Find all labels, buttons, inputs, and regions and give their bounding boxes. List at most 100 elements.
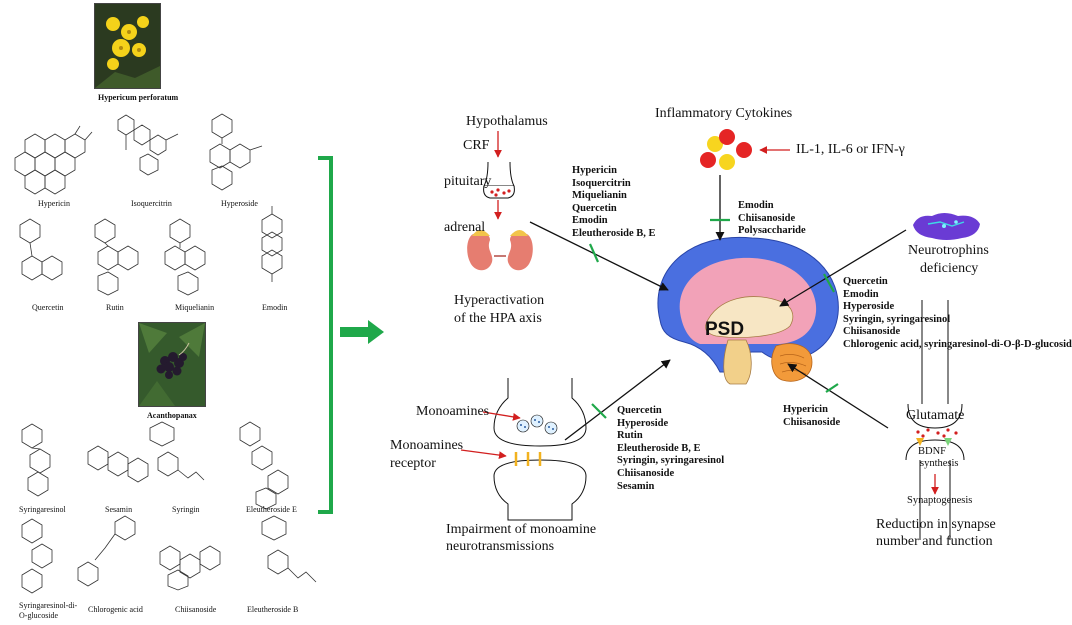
inflammation-compound: Chiisanoside xyxy=(738,212,796,224)
bdnf-label: BDNF xyxy=(918,446,947,457)
compound-label-miquelianin: Miquelianin xyxy=(175,303,215,312)
inhibit-hpa xyxy=(588,243,600,263)
compound-label-chlorogenic-acid: Chlorogenic acid xyxy=(88,605,143,614)
acanthopanax-photo xyxy=(138,322,206,407)
monoamine-compound: Hyperoside xyxy=(617,417,669,429)
hpa-axis xyxy=(467,131,533,271)
cytokine-balls xyxy=(700,129,752,170)
syringin-structure xyxy=(149,421,205,481)
plant-name-acanthopanax: Acanthopanax xyxy=(147,411,197,420)
neurotrophins-compound: Emodin xyxy=(843,288,879,300)
chemical-structures xyxy=(14,113,317,594)
hypericum-photo xyxy=(94,3,161,89)
hpa-compound: Emodin xyxy=(572,215,608,227)
receptor-label-line1: Monoamines xyxy=(390,438,464,453)
synapse-title-line2: number and function xyxy=(876,534,993,549)
neurotrophins-compound: Hyperoside xyxy=(843,301,895,313)
synapse-compound: Chiisanoside xyxy=(783,416,841,428)
isoquercitrin-structure xyxy=(117,114,179,176)
eleutheroside-b-structure xyxy=(261,515,317,583)
psd-label: PSD xyxy=(705,319,745,340)
monoamine-compound: Eleutheroside B, E xyxy=(617,442,701,454)
syringaresinol-glucoside-structure xyxy=(21,518,53,594)
compound-label-emodin: Emodin xyxy=(262,303,288,312)
monoamine-compound: Chiisanoside xyxy=(617,467,675,479)
neurotrophins-title-line2: deficiency xyxy=(920,261,979,276)
syringaresinol-structure xyxy=(21,423,51,497)
neurotrophins-compound: Chlorogenic acid, syringaresinol-di-O-β-… xyxy=(843,338,1072,350)
compound-label-eleutheroside-e: Eleutheroside E xyxy=(246,505,297,514)
compound-label-hyperoside: Hyperoside xyxy=(221,199,258,208)
glutamate-to-psd-arrow xyxy=(787,363,889,429)
hyperoside-structure xyxy=(209,113,263,191)
compound-label-isoquercitrin: Isoquercitrin xyxy=(131,199,172,208)
neurotrophins-title-line1: Neurotrophins xyxy=(908,243,989,258)
adrenal-label: adrenal xyxy=(444,220,486,235)
neurotrophins-compound: Chiisanoside xyxy=(843,326,901,338)
green-arrow xyxy=(340,320,384,344)
monoamine-synapse-icon xyxy=(493,378,587,521)
plant-name-hypericum: Hypericum perforatum xyxy=(98,93,179,102)
monoamine-title-line1: Impairment of monoamine xyxy=(446,522,597,537)
sesamin-structure xyxy=(87,445,149,483)
receptor-arrow xyxy=(460,449,507,459)
hypothalamus-label: Hypothalamus xyxy=(466,114,548,129)
compound-label-quercetin: Quercetin xyxy=(32,303,64,312)
adrenal-kidney-icon xyxy=(467,230,533,271)
monoamine-title-line2: neurotransmissions xyxy=(446,539,555,554)
hpa-compound: Isoquercitrin xyxy=(572,177,631,189)
berry-cluster-icon xyxy=(139,323,205,406)
inflammation-compound: Emodin xyxy=(738,200,774,211)
compound-label-syringaresinol-glucoside-1: Syringaresinol-di- xyxy=(19,601,78,610)
neurotrophins-compound: Quercetin xyxy=(843,276,888,287)
bdnf-synthesis-label: synthesis xyxy=(920,458,959,469)
neurotrophins-to-psd-arrow xyxy=(779,229,907,307)
monoamines-arrow xyxy=(482,411,521,421)
inflammation-compound-list: Emodin Chiisanoside Polysaccharide xyxy=(738,200,806,238)
hpa-compound: Quercetin xyxy=(572,202,617,214)
yellow-flower-icon xyxy=(95,4,160,88)
synaptogenesis-label: Synaptogenesis xyxy=(907,495,973,506)
hpa-compound-list: Hypericin Isoquercitrin Miquelianin Quer… xyxy=(572,165,656,241)
eleutheroside-e-structure xyxy=(239,421,289,510)
cytokine-names: IL-1, IL-6 or IFN-γ xyxy=(796,142,905,157)
inflammatory-cytokines-title: Inflammatory Cytokines xyxy=(655,106,793,121)
inhibition-marks xyxy=(588,218,839,419)
rutin-structure xyxy=(94,218,139,296)
pituitary-icon xyxy=(483,161,515,199)
compound-label-hypericin: Hypericin xyxy=(38,199,70,208)
crf-label: CRF xyxy=(463,138,490,153)
monoamine-compound: Sesamin xyxy=(617,480,655,492)
compound-label-chiisanoside: Chiisanoside xyxy=(175,605,217,614)
glutamate-label: Glutamate xyxy=(906,408,965,423)
glutamate-synapse-icon xyxy=(905,300,965,540)
brain-icon xyxy=(657,236,839,385)
pituitary-label: pituitary xyxy=(444,174,492,189)
synapse-compound-list: Hypericin Chiisanoside xyxy=(783,404,840,429)
compound-label-sesamin: Sesamin xyxy=(105,505,133,514)
compound-label-eleutheroside-b: Eleutheroside B xyxy=(247,605,299,614)
inflammation-compound: Polysaccharide xyxy=(738,225,806,237)
chlorogenic-acid-structure xyxy=(77,515,136,587)
hpa-compound: Eleutheroside B, E xyxy=(572,227,656,239)
hpa-title-line1: Hyperactivation xyxy=(454,293,545,308)
hpa-compound: Hypericin xyxy=(572,165,617,176)
compound-label-syringaresinol: Syringaresinol xyxy=(19,505,66,514)
compound-label-rutin: Rutin xyxy=(106,303,124,312)
synapse-compound: Hypericin xyxy=(783,404,828,415)
inhibit-neurotrophins xyxy=(823,273,835,293)
green-bracket xyxy=(318,156,384,514)
inhibit-monoamine xyxy=(591,403,607,419)
monoamine-compound: Quercetin xyxy=(617,405,662,416)
neurotrophins-compound: Syringin, syringaresinol xyxy=(843,313,951,325)
monoamine-compound: Rutin xyxy=(617,430,643,442)
hpa-to-psd-arrow xyxy=(529,221,669,291)
quercetin-structure xyxy=(19,218,63,281)
neurotrophins-cell-icon xyxy=(913,213,980,240)
monoamines-label: Monoamines xyxy=(416,404,490,419)
hypericin-structure xyxy=(14,125,93,195)
neurotrophins-compound-list: Quercetin Emodin Hyperoside Syringin, sy… xyxy=(843,276,1072,352)
synapse-title-line1: Reduction in synapse xyxy=(876,517,996,532)
miquelianin-structure xyxy=(164,218,206,296)
